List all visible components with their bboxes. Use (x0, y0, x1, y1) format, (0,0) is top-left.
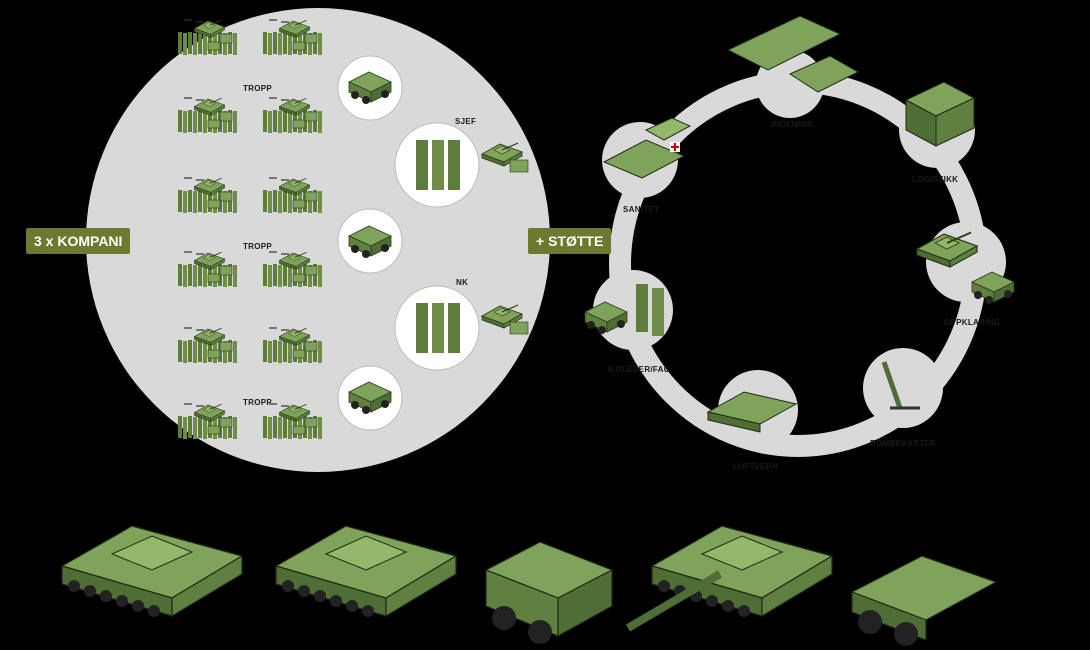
recon-node (916, 222, 1015, 305)
logistics-label: LOGISTIKK (912, 175, 959, 184)
self-propelled-howitzer (625, 525, 833, 632)
fire-support-node (584, 270, 673, 350)
platoon-label: TROPP (243, 84, 273, 93)
infantry-fighting-vehicle (275, 525, 457, 618)
commander-label: SJEF (455, 117, 477, 126)
deputy-label: NK (456, 278, 469, 287)
medical-node (602, 117, 692, 198)
platoon-leader-vehicle (337, 55, 403, 121)
logistics-node (899, 81, 976, 168)
platoon-label: TROPP (243, 242, 273, 251)
deputy-commander-group (394, 285, 529, 371)
platoon-leader-vehicle (337, 365, 403, 431)
medical-label: SANITET (623, 205, 660, 214)
platoon-leader-vehicle (337, 208, 403, 274)
company-badge: 3 x KOMPANI (26, 228, 131, 254)
mortar-node (863, 348, 943, 428)
air-defence-label: LUFTVERN (733, 462, 779, 471)
special-operations-vehicle (850, 555, 998, 646)
main-battle-tank (61, 525, 243, 618)
platoon-label: TROPP (243, 398, 273, 407)
fire-support-label: ILDLEDER/FAC (608, 365, 670, 374)
company-circle (86, 8, 550, 472)
support-badge: + STØTTE (528, 228, 612, 254)
company-commander-group (394, 122, 529, 208)
engineer-label: INGENIØR (771, 120, 813, 129)
recon-label: OPPKLARING (944, 318, 1001, 327)
mortar-label: BOMBEKASTER (870, 439, 936, 448)
armoured-patrol-vehicle (484, 541, 614, 644)
engineer-node (726, 15, 860, 118)
air-defence-node (706, 370, 798, 450)
